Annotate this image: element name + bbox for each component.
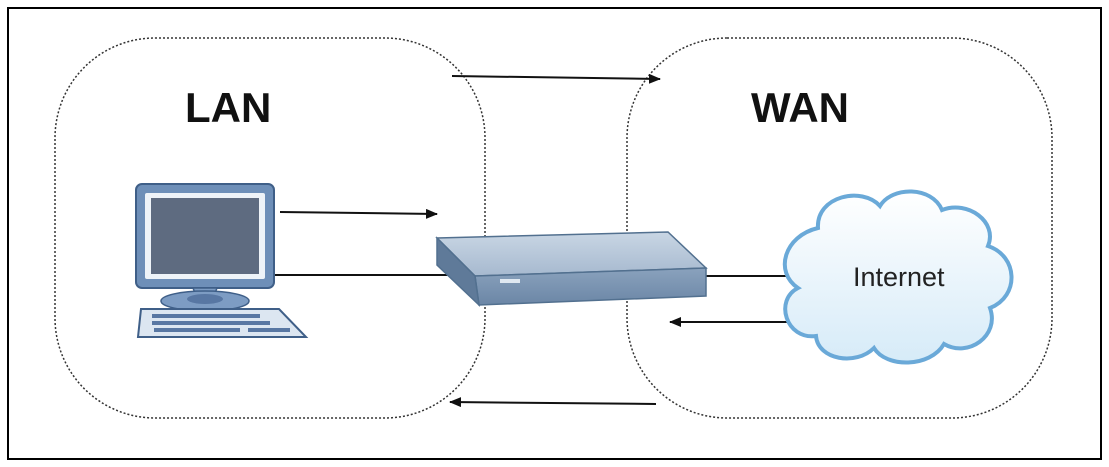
cloud-icon: Internet [782,189,1014,365]
arrow-computer-to-router [279,208,438,219]
wan-zone [626,37,1053,419]
lan-zone [54,37,486,419]
wan-zone-label: WAN [751,84,849,131]
arrow-wan-to-lan [449,397,657,408]
internet-label: Internet [853,262,945,292]
desktop-computer-icon [135,183,309,338]
lan-zone-label: LAN [185,84,271,131]
arrow-lan-to-wan [451,73,661,84]
router-device-icon [435,231,708,308]
